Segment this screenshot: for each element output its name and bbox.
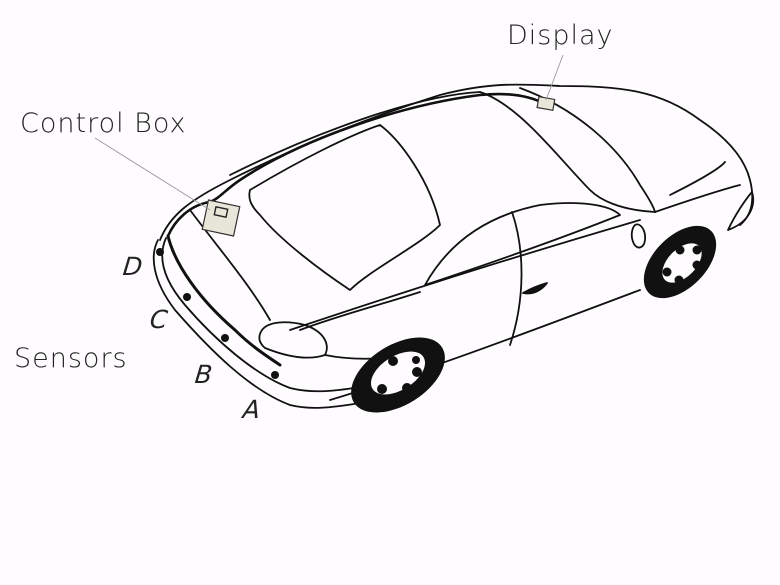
display-leader	[546, 55, 563, 100]
sensor-dot-b	[221, 334, 229, 342]
headlight	[728, 192, 753, 230]
sensor-label-d: D	[121, 252, 145, 281]
windshield-right	[520, 88, 655, 212]
hood-edge	[655, 185, 740, 212]
taillight	[259, 322, 327, 357]
sensor-dot-d	[156, 248, 164, 256]
display-label: Display	[507, 20, 614, 51]
side-mirror	[632, 224, 645, 247]
sensor-label-a: A	[241, 395, 263, 424]
display-icon	[537, 97, 555, 111]
sensor-dot-c	[183, 293, 191, 301]
wiring-harness	[168, 94, 545, 236]
door-line	[510, 212, 522, 345]
roof-line	[230, 92, 480, 175]
side-sill	[290, 220, 640, 330]
sensors-label: Sensors	[14, 343, 128, 374]
hood-crease	[670, 162, 725, 195]
front-wheel	[643, 225, 717, 299]
control-box-label: Control Box	[20, 108, 187, 139]
rear-wheel	[351, 337, 445, 413]
car-body-outline	[160, 85, 752, 240]
rear-window	[249, 125, 440, 290]
control-box-leader	[95, 138, 210, 210]
windshield-left	[480, 92, 655, 212]
door-handle	[523, 283, 547, 293]
rear-quarter	[300, 292, 420, 330]
sensor-label-b: B	[193, 360, 215, 389]
sensor-label-c: C	[148, 305, 170, 334]
rear-bumper-outer	[154, 240, 360, 408]
sensor-dot-a	[271, 371, 279, 379]
rear-bumper-inner	[162, 238, 360, 391]
side-window	[425, 203, 620, 285]
trunk-line	[190, 210, 270, 320]
control-box-icon	[202, 200, 240, 236]
bumper-strip	[168, 236, 280, 365]
